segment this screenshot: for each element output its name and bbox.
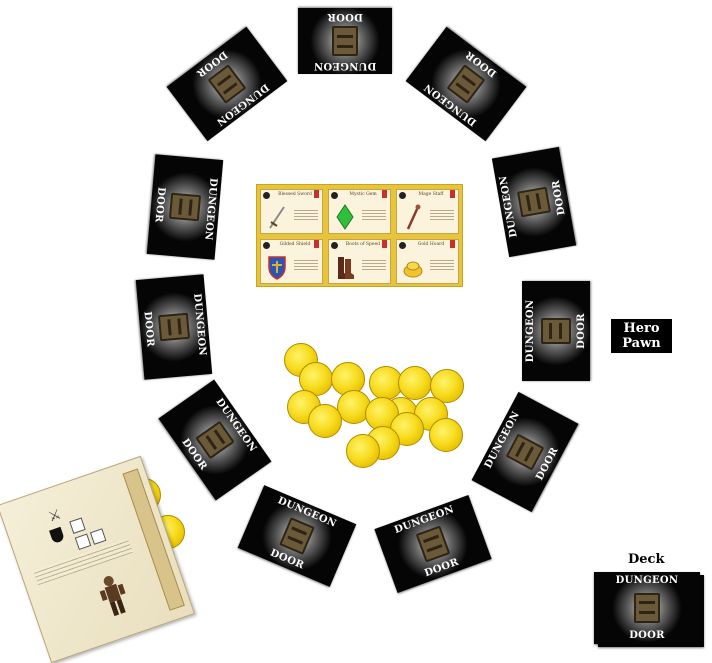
door-icon [158, 313, 190, 342]
door-card-9[interactable]: DUNGEON DOOR [472, 392, 579, 512]
gold-coin[interactable] [308, 404, 342, 438]
item-badge-icon [399, 242, 406, 249]
door-card-2[interactable]: DUNGEON DOOR [167, 27, 288, 141]
item-card-mystic-gem[interactable]: Mystic Gem [328, 189, 391, 234]
door-icon [634, 593, 660, 623]
die-icon [75, 533, 92, 550]
item-card-mage-staff[interactable]: Mage Staff [396, 189, 459, 234]
item-card-boots-of-speed[interactable]: Boots of Speed [328, 239, 391, 284]
door-card-1[interactable]: DUNGEON DOOR [298, 8, 392, 74]
gold-coin[interactable] [346, 434, 380, 468]
hero-figure-icon [93, 570, 134, 621]
die-icon [90, 528, 107, 545]
gold-coin[interactable] [429, 418, 463, 452]
shield-icon [49, 527, 65, 544]
door-icon [169, 193, 201, 222]
hero-pawn-line2: Pawn [611, 336, 672, 351]
item-badge-icon [331, 242, 338, 249]
gem-icon [335, 203, 355, 231]
item-card-blessed-sword[interactable]: Blessed Sword [260, 189, 323, 234]
hero-pawn-line1: Hero [611, 321, 672, 336]
hero-card[interactable]: ⚔ [0, 456, 195, 663]
crossed-swords-icon: ⚔ [46, 506, 63, 525]
door-card-4[interactable]: DUNGEON DOOR [147, 154, 223, 260]
gold-icon [403, 253, 423, 281]
boots-icon [335, 253, 355, 281]
door-card-5[interactable]: DUNGEON DOOR [492, 147, 576, 257]
door-card-11[interactable]: DUNGEON DOOR [374, 495, 491, 593]
die-icon [69, 517, 86, 534]
item-badge-icon [399, 192, 406, 199]
door-icon [541, 318, 571, 344]
shield-icon [267, 253, 287, 281]
hero-pawn[interactable]: Hero Pawn [611, 319, 672, 353]
item-card-gold-hoard[interactable]: Gold Hoard [396, 239, 459, 284]
item-badge-icon [331, 192, 338, 199]
item-board: Blessed Sword Mystic Gem Mage Staff Gild… [256, 184, 463, 287]
item-badge-icon [263, 192, 270, 199]
door-card-8[interactable]: DUNGEON DOOR [158, 380, 271, 501]
deck-label: Deck [628, 552, 664, 567]
door-icon [332, 26, 358, 56]
door-card-7[interactable]: DUNGEON DOOR [522, 281, 590, 381]
sword-icon [267, 203, 287, 231]
staff-icon [403, 203, 423, 231]
door-card-3[interactable]: DUNGEON DOOR [406, 27, 527, 141]
door-card-6[interactable]: DUNGEON DOOR [136, 274, 212, 380]
door-card-10[interactable]: DUNGEON DOOR [238, 485, 357, 587]
item-badge-icon [263, 242, 270, 249]
deck-stack[interactable]: DUNGEON DOOR [594, 572, 700, 644]
gold-coin[interactable] [398, 366, 432, 400]
door-icon [517, 187, 551, 218]
item-card-gilded-shield[interactable]: Gilded Shield [260, 239, 323, 284]
